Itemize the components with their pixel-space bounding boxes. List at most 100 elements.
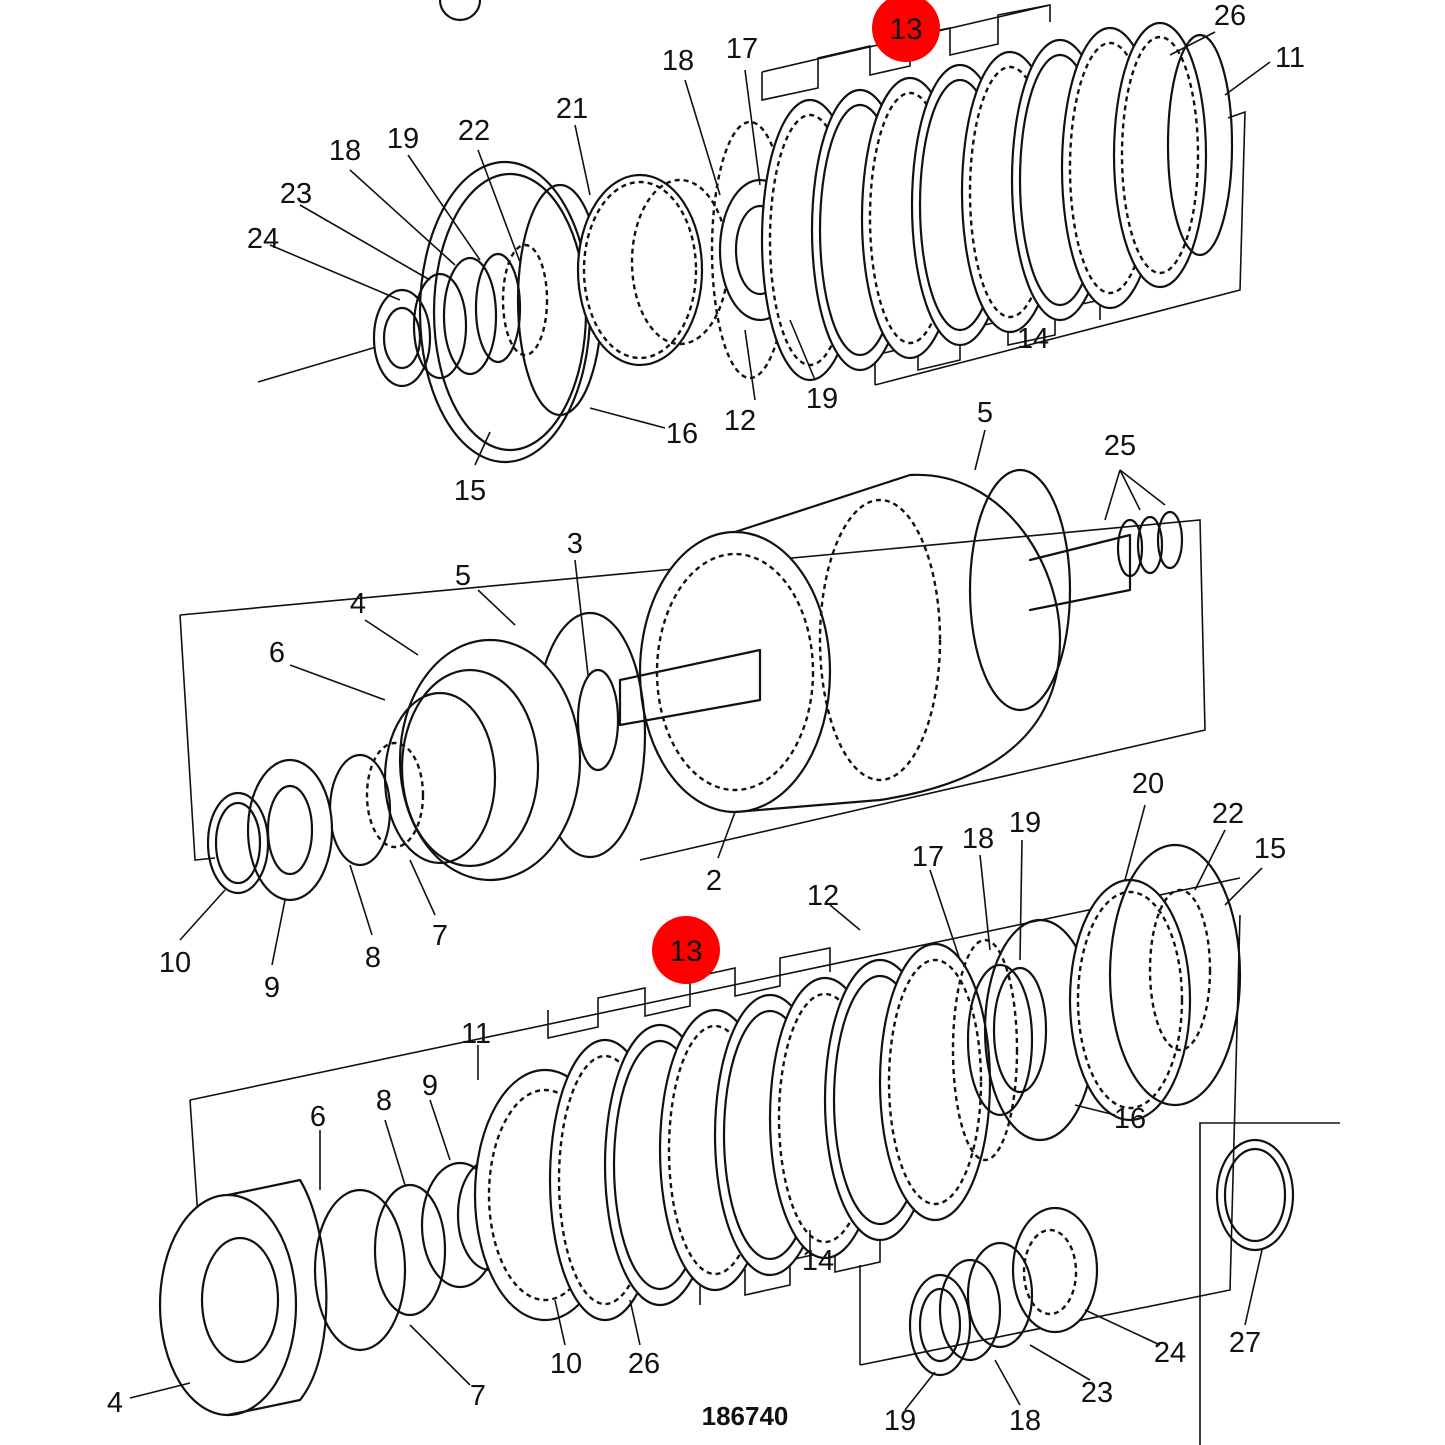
piston-4 [398,638,582,882]
top-plate-26 [1112,21,1208,289]
top-circle-marker [438,0,482,22]
top-highlight-label: 13 [889,13,922,46]
bottom-bracket-steps [547,947,831,1039]
callout-mid-10: 10 [159,947,191,979]
callout-bot-8: 8 [376,1085,392,1117]
callout-bot-19: 19 [1009,807,1041,839]
callout-top-18: 18 [662,45,694,77]
callout-bot-10: 10 [550,1348,582,1380]
reference-number: 186740 [702,1401,789,1431]
top-shaft-end [372,288,432,388]
ring-25-c [1156,510,1184,570]
callout-bot-18: 18 [962,823,994,855]
callout-bot-16: 16 [1114,1103,1146,1135]
drum-2 [638,530,832,814]
callout-mid-5: 5 [977,397,993,429]
bottom-bearing-18 [966,963,1034,1117]
middle-assembly [179,468,1206,902]
bottom-highlight-label: 13 [669,935,702,968]
bottom-bearing-24 [1011,1206,1099,1334]
bottom-bearing-19b [908,1273,972,1377]
bottom-bearing-23 [966,1241,1034,1349]
top-bearing-18 [442,256,498,376]
middle-shaft [618,648,762,727]
callout-top-24: 24 [247,223,279,255]
bottom-piston-4 [158,1193,298,1417]
bottom-hub-17 [951,938,1019,1162]
seal-5-right [968,468,1072,712]
callout-bot-22: 22 [1212,798,1244,830]
callout-bot-24: 24 [1154,1337,1186,1369]
bottom-piston-6 [313,1188,407,1352]
callout-top-22: 22 [458,115,490,147]
bottom-plate-12 [878,942,992,1222]
snap-ring-10 [206,791,270,895]
ring-3 [576,668,620,772]
callout-bot-19b: 19 [884,1405,916,1437]
callout-bot-27: 27 [1229,1327,1261,1359]
bottom-bracket-top [189,877,1241,1101]
callout-top-19: 19 [387,123,419,155]
top-highlight-13: 13 [872,0,940,62]
callout-top-17: 17 [726,33,758,65]
bottom-ring-15 [1108,843,1242,1107]
ring-25-a [1116,518,1144,578]
callout-bot-11: 11 [461,1018,491,1050]
callout-bot-4: 4 [107,1387,123,1419]
bottom-bearing-18b [938,1258,1002,1362]
callout-mid-3: 3 [567,528,583,560]
callout-top-15: 15 [454,475,486,507]
ring-27 [1215,1138,1295,1252]
callout-bot-12: 12 [807,880,839,912]
ring-8 [328,753,392,867]
bearing-7 [365,741,425,849]
top-bracket-lower [874,110,1246,386]
top-gear-21 [576,173,704,367]
callout-top-16: 16 [666,418,698,450]
callout-mid-8: 8 [365,942,381,974]
callout-mid-6: 6 [269,637,285,669]
callout-top-23: 23 [280,178,312,210]
callout-bot-18b: 18 [1009,1405,1041,1437]
top-clutch-plates [760,21,1234,382]
callout-mid-7: 7 [432,920,448,952]
top-ring-15 [418,160,592,464]
callout-top-26: 26 [1214,0,1246,32]
callout-bot-7: 7 [470,1380,486,1412]
leader-lines [129,31,1271,1411]
callout-mid-4: 4 [350,588,366,620]
callout-bot-9: 9 [422,1070,438,1102]
bottom-highlight-13: 13 [652,916,720,984]
callout-mid-5b: 5 [455,560,471,592]
callout-bot-15: 15 [1254,833,1286,865]
callout-bot-23: 23 [1081,1377,1113,1409]
top-bearing-23 [412,272,468,380]
callout-bot-17: 17 [912,841,944,873]
callout-mid-25: 25 [1104,430,1136,462]
bottom-gear-20 [1068,878,1192,1122]
drum-outer-spline [818,498,942,782]
ring-25-b [1136,515,1164,575]
bottom-clutch-plates [548,942,992,1322]
callout-top-18b: 18 [329,135,361,167]
top-spline-22 [501,243,549,357]
callout-top-21: 21 [556,93,588,125]
callout-bot-26: 26 [628,1348,660,1380]
callout-top-12: 12 [724,405,756,437]
callout-mid-2: 2 [706,865,722,897]
callout-mid-9: 9 [264,972,280,1004]
callout-bot-20: 20 [1132,768,1164,800]
callout-top-11: 11 [1275,42,1305,74]
bottom-assembly [158,843,1340,1445]
top-highlight-dot [872,0,940,62]
top-snap-ring-11 [1166,33,1234,257]
bottom-highlight-dot [652,916,720,984]
callout-bot-6: 6 [310,1101,326,1133]
ring-27-box [1199,1122,1340,1445]
bottom-bearing-19 [992,966,1048,1094]
bottom-spline-22 [1148,888,1212,1052]
top-assembly [257,4,1246,464]
callout-labels: 26 11 17 18 21 22 19 18 23 24 12 19 14 1… [107,0,1305,1437]
bottom-ring-8 [373,1183,447,1317]
callout-top-14: 14 [1017,323,1049,355]
